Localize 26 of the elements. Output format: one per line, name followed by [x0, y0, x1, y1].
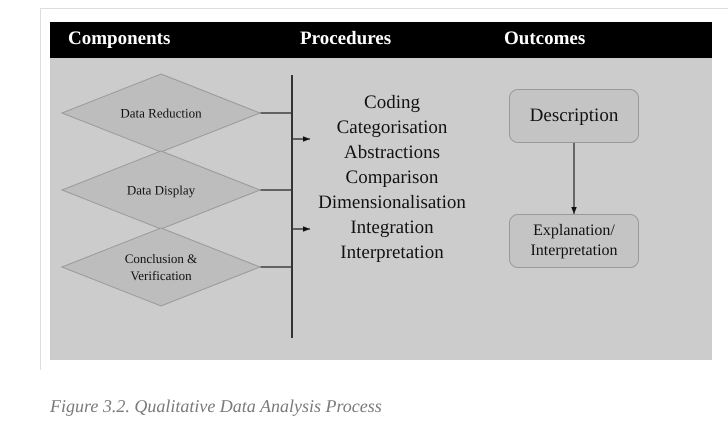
procedure-item: Interpretation — [339, 241, 445, 265]
procedure-item: Dimensionalisation — [317, 191, 467, 215]
connector-line — [260, 112, 291, 114]
decision-diamond — [62, 74, 260, 152]
connector-line — [260, 266, 291, 268]
column-heading: Components — [68, 28, 170, 50]
arrow — [571, 143, 577, 214]
column-heading: Procedures — [300, 28, 392, 50]
decision-diamond — [62, 151, 260, 229]
decision-diamond — [62, 228, 260, 306]
figure-caption: Figure 3.2. Qualitative Data Analysis Process — [50, 396, 382, 417]
procedure-item: Coding — [363, 91, 421, 115]
diamond-label: Data Display — [126, 182, 196, 198]
procedure-item: Comparison — [344, 166, 440, 190]
connector-line — [260, 189, 291, 191]
procedure-item: Integration — [349, 216, 435, 240]
arrow — [293, 136, 310, 142]
column-heading: Outcomes — [504, 28, 586, 50]
procedure-item: Abstractions — [342, 141, 442, 165]
diamond-label: Data Reduction — [119, 104, 203, 122]
outcome-box: Explanation/ Interpretation — [509, 214, 639, 268]
procedure-item: Categorisation — [336, 116, 448, 140]
arrow — [293, 226, 310, 232]
diamond-label: Conclusion & Verification — [124, 250, 198, 284]
vertical-bus-line — [291, 75, 293, 338]
outcome-box: Description — [509, 89, 639, 143]
